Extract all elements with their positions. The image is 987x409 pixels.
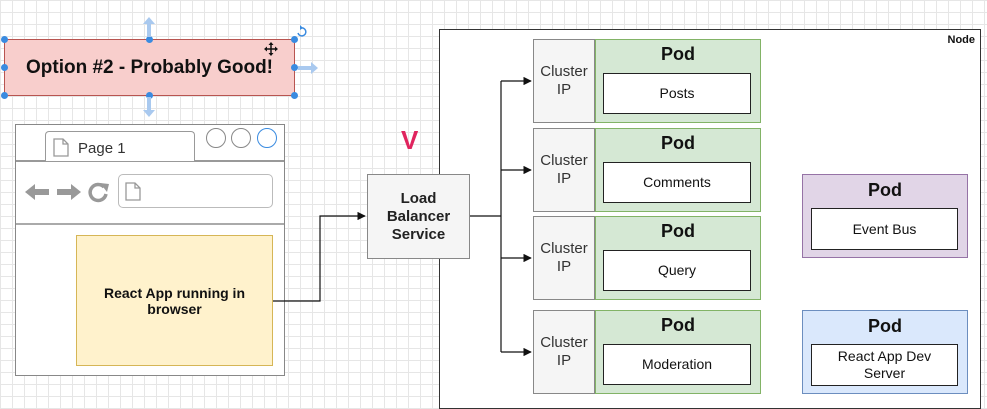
selection-handle[interactable] — [291, 64, 298, 71]
selection-handle[interactable] — [291, 36, 298, 43]
address-bar[interactable] — [118, 174, 273, 208]
react-app-box[interactable]: React App running in browser — [76, 235, 273, 366]
move-cursor-icon — [264, 42, 278, 56]
cluster-ip-label: Cluster IP — [540, 63, 588, 98]
cluster-ip-label: Cluster IP — [540, 152, 588, 187]
browser-tab[interactable] — [45, 131, 195, 161]
node-label: Node — [947, 34, 976, 46]
service-comments[interactable]: Comments — [603, 162, 751, 203]
window-button[interactable] — [257, 128, 277, 148]
selection-handle[interactable] — [1, 64, 8, 71]
option-label-box[interactable]: Option #2 - Probably Good! — [4, 39, 295, 96]
selection-handle[interactable] — [146, 92, 153, 99]
cluster-ip-box[interactable]: Cluster IP — [533, 216, 595, 300]
service-event-bus[interactable]: Event Bus — [811, 208, 958, 250]
service-query[interactable]: Query — [603, 250, 751, 291]
pod-title: Pod — [661, 132, 695, 153]
load-balancer-label: Load Balancer Service — [386, 189, 451, 243]
selection-handle[interactable] — [291, 92, 298, 99]
pod-title: Pod — [868, 315, 902, 336]
service-react-dev-server[interactable]: React App Dev Server — [811, 344, 958, 386]
cluster-ip-label: Cluster IP — [540, 334, 588, 369]
selection-handle[interactable] — [146, 36, 153, 43]
pod-title: Pod — [661, 43, 695, 64]
cluster-ip-box[interactable]: Cluster IP — [533, 39, 595, 123]
pod-title: Pod — [661, 314, 695, 335]
cluster-ip-box[interactable]: Cluster IP — [533, 128, 595, 212]
forward-arrow-icon[interactable] — [56, 182, 82, 202]
service-posts[interactable]: Posts — [603, 73, 751, 114]
selection-handle[interactable] — [1, 92, 8, 99]
pod-title: Pod — [868, 179, 902, 200]
connect-arrow-right-icon[interactable] — [297, 59, 319, 77]
annotation-mark: V — [401, 125, 419, 155]
selection-handle[interactable] — [1, 36, 8, 43]
cluster-ip-box[interactable]: Cluster IP — [533, 310, 595, 394]
connect-arrow-down-icon[interactable] — [140, 96, 158, 118]
back-arrow-icon[interactable] — [24, 182, 50, 202]
reload-icon[interactable] — [87, 181, 111, 203]
window-button[interactable] — [206, 128, 226, 148]
react-app-label: React App running in browser — [103, 284, 246, 317]
load-balancer-service[interactable]: Load Balancer Service — [367, 174, 470, 259]
cluster-ip-label: Cluster IP — [540, 240, 588, 275]
pod-title: Pod — [661, 220, 695, 241]
option-label: Option #2 - Probably Good! — [26, 56, 273, 78]
browser-toolbar-divider — [16, 223, 284, 225]
page-icon — [125, 182, 141, 201]
rotate-handle-icon[interactable] — [295, 25, 308, 38]
page-icon — [53, 138, 69, 157]
window-button[interactable] — [231, 128, 251, 148]
connect-arrow-up-icon[interactable] — [140, 16, 158, 38]
browser-tab-label: Page 1 — [78, 140, 126, 157]
service-moderation[interactable]: Moderation — [603, 344, 751, 385]
